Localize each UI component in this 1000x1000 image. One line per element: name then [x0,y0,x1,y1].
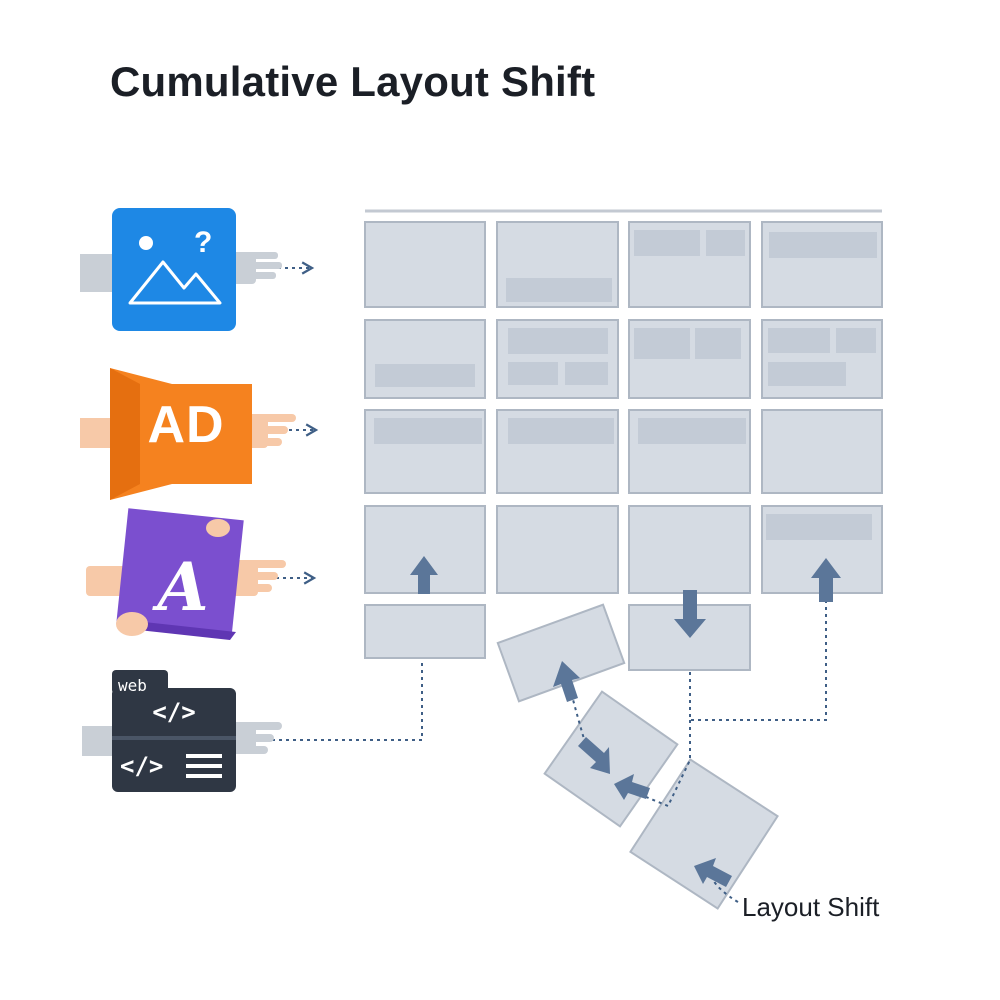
question-mark-icon: ? [194,226,212,259]
placeholder-bar [565,362,608,385]
placeholder-bar [508,418,614,444]
ad-banner-fold [110,368,140,500]
finger [246,734,274,742]
finger [246,722,282,730]
placeholder-bar [508,328,608,354]
grid-tile [364,604,486,659]
web-connector [272,660,423,741]
placeholder-bar [508,362,558,385]
placeholder-bar [695,328,741,359]
image-source: ? [80,208,282,331]
image-placeholder-icon [112,208,236,331]
menu-line [186,764,222,768]
finger [258,438,282,446]
finger [246,252,278,259]
grid-tile [364,221,486,308]
arrow-up-icon [410,556,438,594]
web-font-icon-shade [120,620,236,640]
finger [250,560,286,568]
placeholder-bar [506,278,612,302]
placeholder-bar [634,230,700,256]
grid-tile [628,505,751,594]
finger [250,572,278,580]
layout-shift-label: Layout Shift [742,892,880,922]
arrow-left-icon [614,774,650,800]
grid-tile [761,409,883,494]
web-source [82,670,282,792]
shifted-tiles [496,603,779,910]
placeholder-bar [634,328,690,359]
menu-line [186,754,222,758]
thumb [116,612,148,636]
shift-path [689,600,827,721]
finger [258,414,296,422]
arrow-left-icon [694,858,732,887]
arrow-up-icon [553,661,580,702]
finger [246,262,282,269]
placeholder-bar [768,328,830,353]
code-line-1: </> [152,698,196,726]
placeholder-bar [766,514,872,540]
finger [258,426,288,434]
placeholder-bar [706,230,745,256]
arrow-down-icon [674,590,706,638]
shifted-tile [543,690,679,828]
arrow-up-icon [811,558,841,602]
code-line-2: </> [120,752,164,780]
arrow-down-icon [578,737,610,774]
web-font-icon [116,508,244,636]
placeholder-bar [638,418,746,444]
grid-tile [496,505,619,594]
font-hand-arm [86,566,126,596]
sun-icon [139,236,153,250]
font-glyph: A [157,548,209,626]
shifted-tile [496,603,626,703]
finger [246,272,276,279]
shift-path [633,720,691,808]
finger [246,746,268,754]
thumb [206,519,230,537]
menu-line [186,774,222,778]
shifted-tile [629,758,779,910]
layout-grid [364,221,883,671]
web-tab-label: web [118,676,147,695]
source-connectors [272,261,423,741]
placeholder-bar [374,418,482,444]
shift-arrows [410,556,841,887]
code-window-divider [112,736,236,740]
placeholder-bar [836,328,876,353]
ad-label: AD [147,396,225,454]
placeholder-bar [769,232,877,258]
font-source [86,508,286,640]
ad-source [80,368,296,500]
placeholder-bar [768,362,846,386]
finger [250,584,272,592]
ad-banner-icon [110,368,252,500]
page-title: Cumulative Layout Shift [110,58,596,105]
placeholder-bar [375,364,475,387]
mountains-icon [128,260,222,305]
content-placeholders [374,230,877,540]
